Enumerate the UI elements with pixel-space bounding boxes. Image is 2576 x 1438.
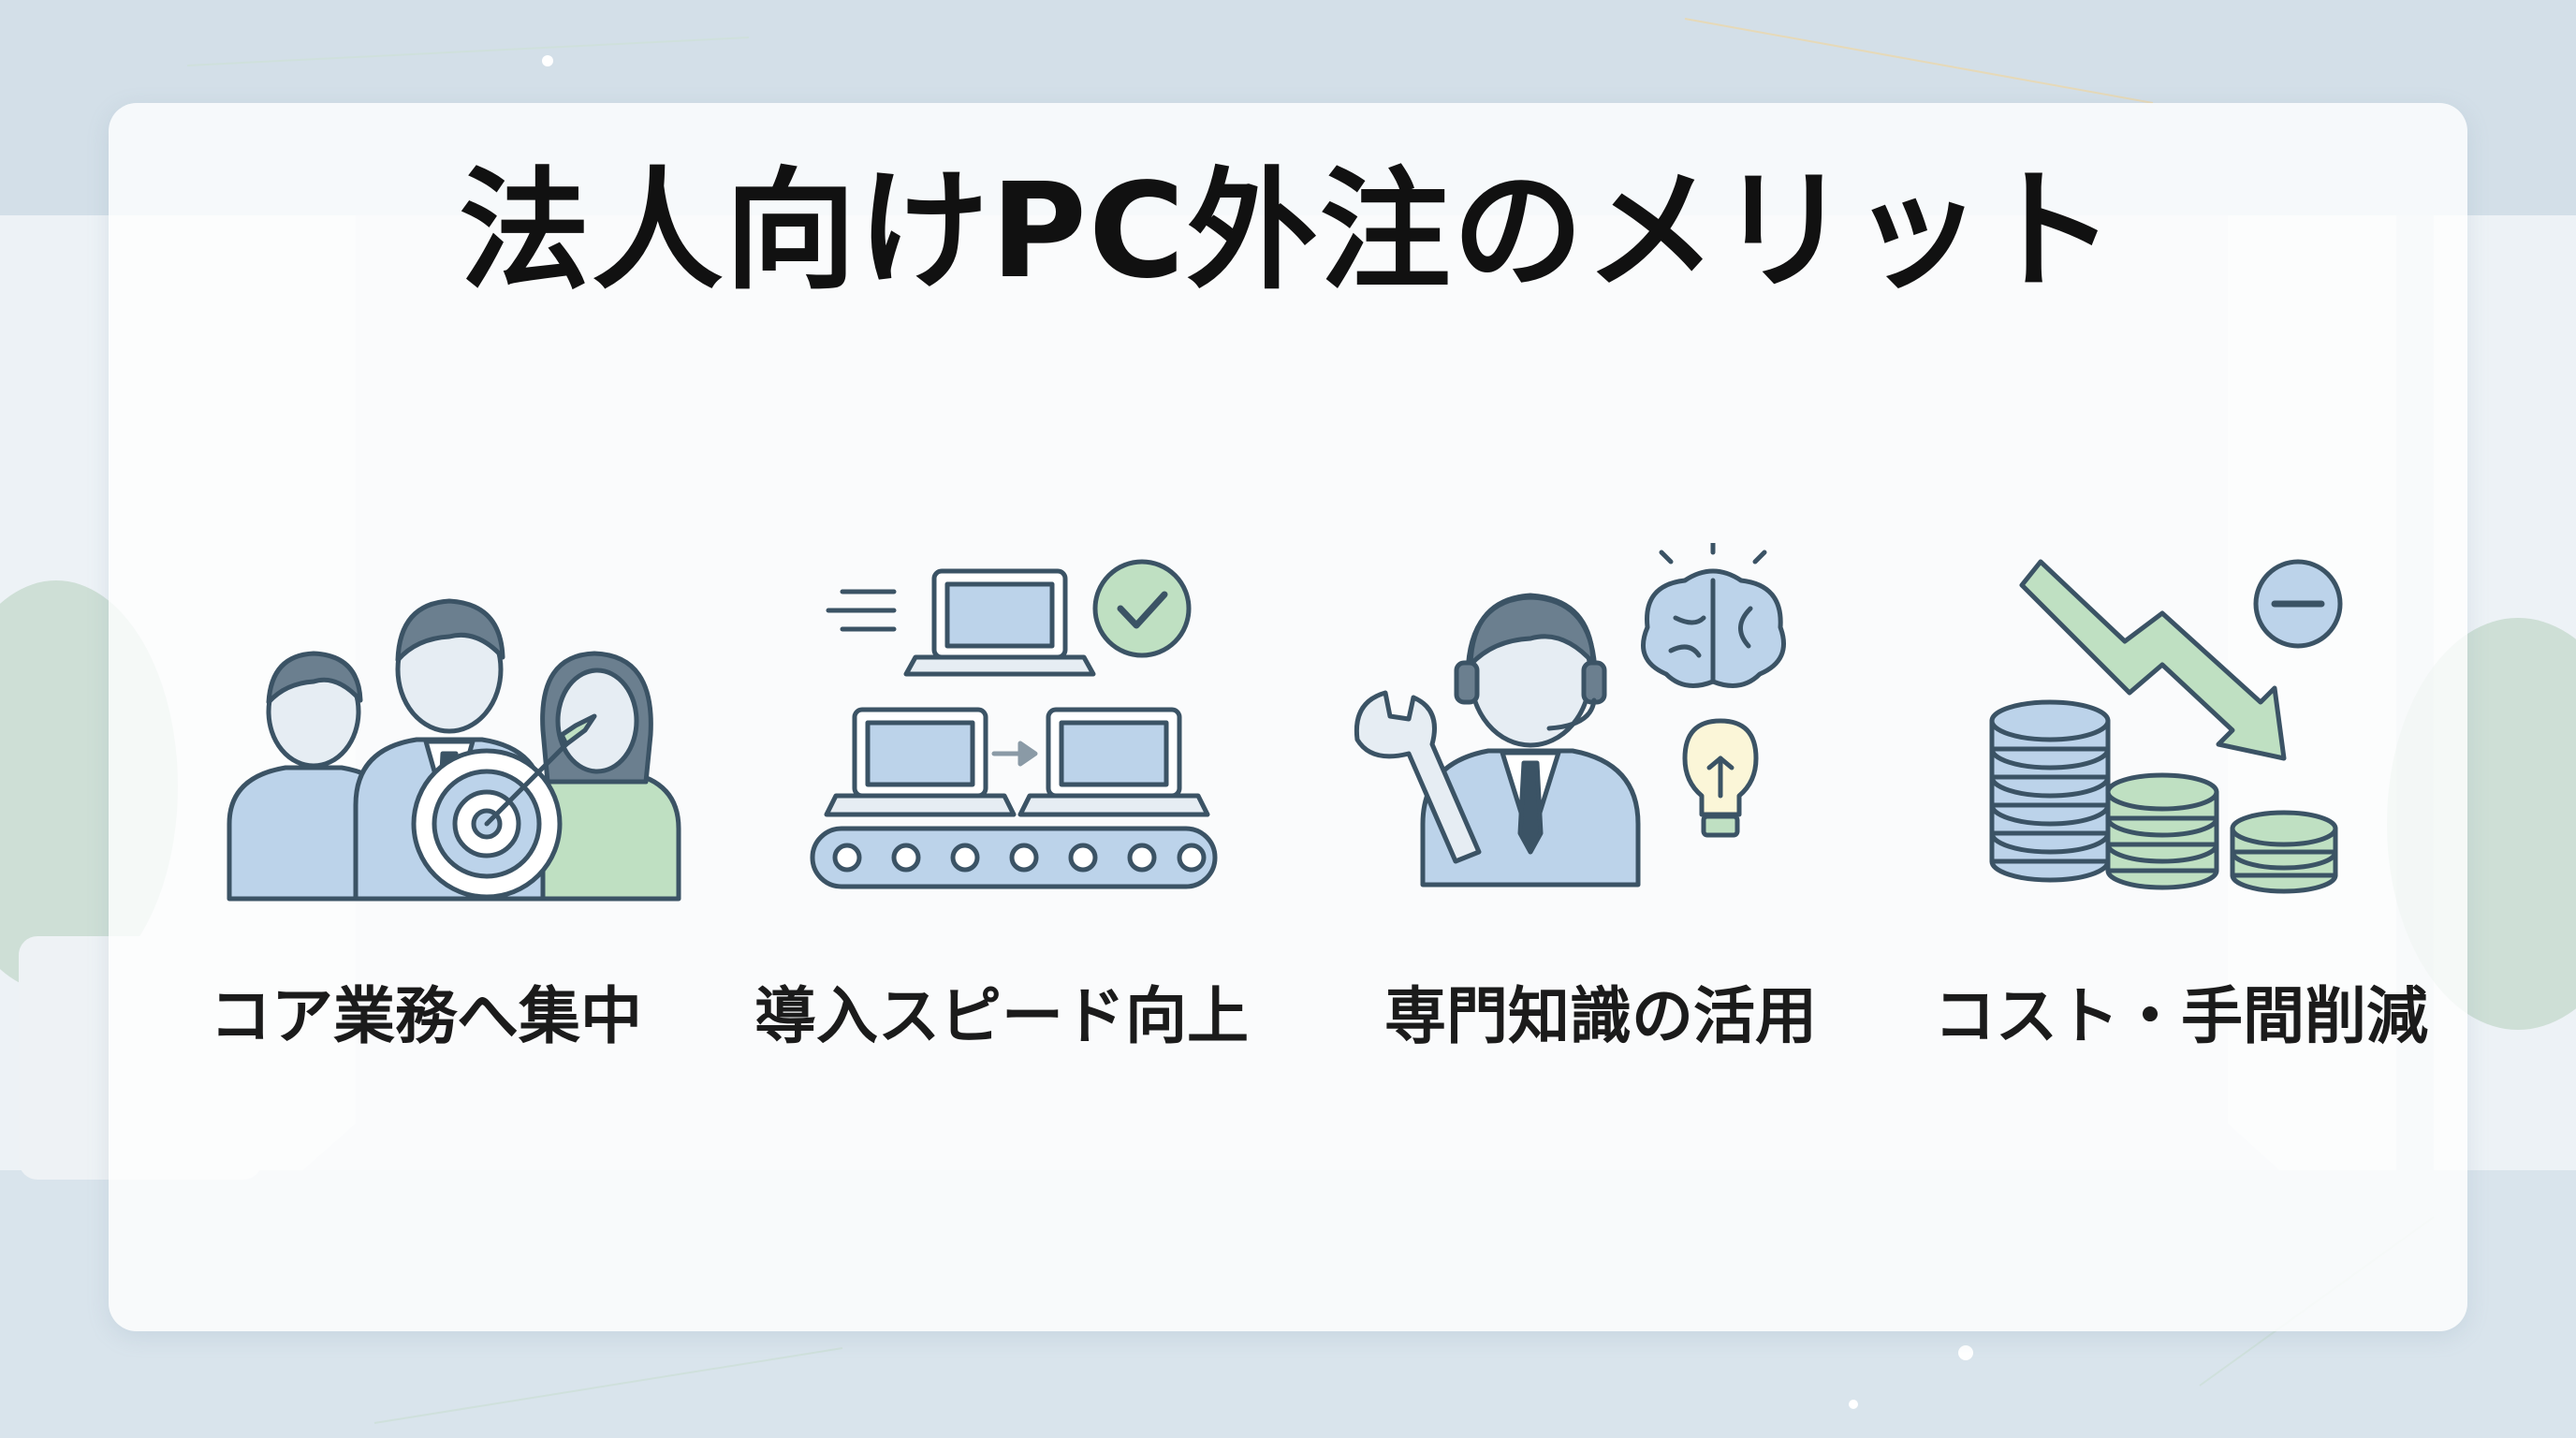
feature-label: 専門知識の活用 <box>1384 980 1817 1052</box>
feature-cost-reduction: コスト・手間削減 <box>1881 543 2481 1067</box>
cost-reduction-icon <box>1989 559 2343 894</box>
feature-label: 導入スピード向上 <box>754 980 1249 1052</box>
feature-label: コア業務へ集中 <box>210 980 642 1052</box>
feature-expertise: 専門知識の活用 <box>1301 543 1900 1067</box>
laptop-conveyor-icon <box>810 559 1218 889</box>
expert-support-icon <box>1354 543 1786 888</box>
page-title: 法人向けPC外注のメリット <box>459 155 2117 308</box>
feature-label: コスト・手間削減 <box>1934 980 2428 1052</box>
team-target-icon <box>227 598 681 902</box>
feature-speed: 導入スピード向上 <box>702 543 1301 1067</box>
feature-core-focus: コア業務へ集中 <box>126 543 725 1067</box>
